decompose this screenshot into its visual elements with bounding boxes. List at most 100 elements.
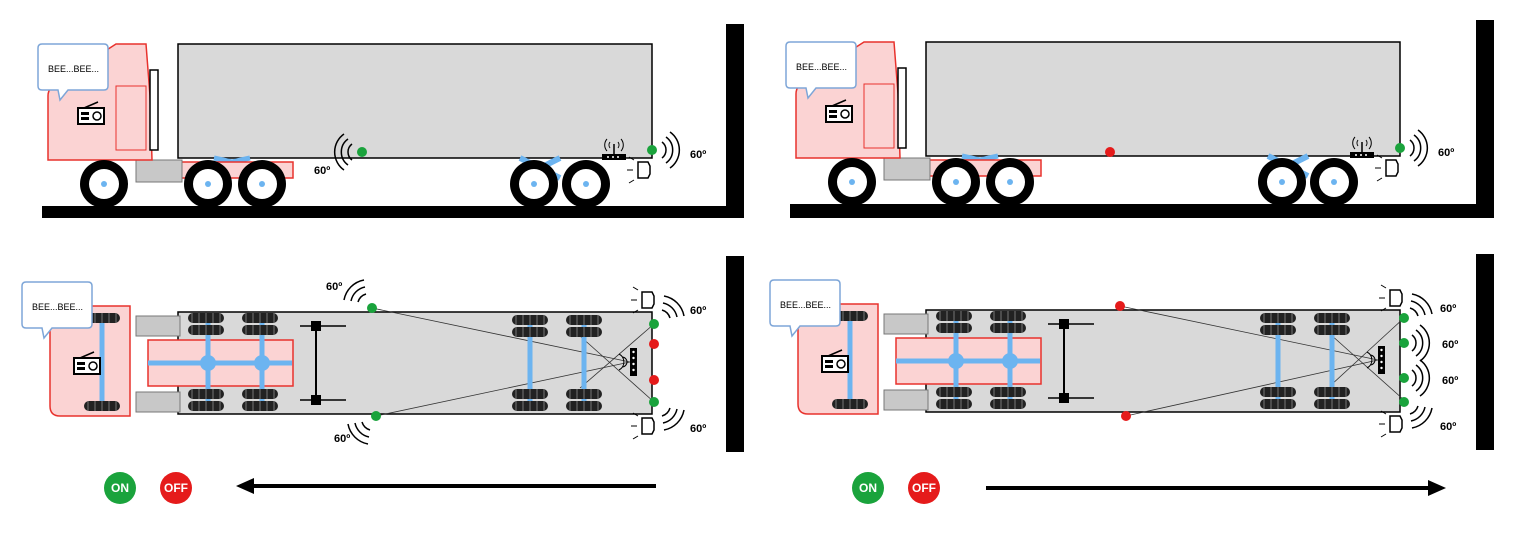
tire	[187, 400, 225, 412]
sensor-coverage-line	[375, 361, 631, 417]
differential	[1002, 353, 1018, 369]
legend-on-swatch	[852, 472, 884, 504]
legend-right: ON OFF	[852, 472, 940, 504]
exhaust-stack	[897, 67, 907, 149]
angle-label: 60º	[690, 423, 706, 435]
rear-sensor-waves-icon	[1409, 293, 1433, 317]
tire	[241, 324, 279, 336]
rear-sensor-waves-icon	[661, 295, 685, 319]
angle-label: 60º	[690, 305, 706, 317]
wall	[1476, 20, 1494, 218]
ground	[790, 204, 1494, 218]
rear-sensor-on	[1399, 397, 1409, 407]
sensor-coverage-line	[579, 335, 655, 403]
antenna-icon	[1366, 346, 1385, 374]
rear-sensor-on	[647, 145, 657, 155]
tire	[187, 324, 225, 336]
tire	[935, 310, 973, 322]
rear-sensor-off	[649, 339, 659, 349]
rear-sensor-on	[1395, 143, 1405, 153]
wheel	[1258, 158, 1306, 206]
wheel	[238, 160, 286, 208]
tire	[1313, 312, 1351, 324]
tire	[1259, 324, 1297, 336]
legend-on-label: ON	[859, 481, 877, 495]
side-sensor-on	[357, 147, 367, 157]
rear-light-icon	[630, 412, 655, 440]
fuel-tank	[883, 157, 931, 181]
landing-gear	[1048, 319, 1094, 403]
tire	[565, 388, 603, 400]
bubble-text: BEE...BEE...	[796, 62, 847, 72]
fuel-tank	[135, 159, 183, 183]
tire	[511, 388, 549, 400]
tire	[241, 312, 279, 324]
tire	[935, 398, 973, 410]
tire	[511, 400, 549, 412]
tire	[241, 400, 279, 412]
wheel	[510, 160, 558, 208]
panel-top-right-side-view: BEE...BEE... 60º	[785, 20, 1494, 218]
side-sensor-off	[1115, 301, 1125, 311]
rear-sensor-on	[649, 397, 659, 407]
trailer-box	[177, 43, 653, 159]
sensor-coverage-line	[371, 307, 631, 363]
rear-sensor-waves-icon	[1411, 324, 1431, 362]
legend-on-label: ON	[111, 481, 129, 495]
wheel	[828, 158, 876, 206]
tire	[989, 322, 1027, 334]
sensor-coverage-line	[1329, 333, 1405, 401]
tire	[511, 314, 549, 326]
side-sensor-off	[1105, 147, 1115, 157]
wheel	[562, 160, 610, 208]
tire	[989, 386, 1027, 398]
side-sensor-waves-icon	[347, 421, 371, 445]
antenna-icon	[618, 348, 637, 376]
sensor-coverage-line	[1119, 305, 1379, 361]
tire	[935, 322, 973, 334]
rear-sensor-waves-icon	[661, 131, 681, 169]
tire	[935, 386, 973, 398]
landing-gear	[300, 321, 346, 405]
rear-light-icon	[1378, 410, 1403, 438]
tire	[1259, 398, 1297, 410]
direction-arrow-left	[236, 478, 656, 494]
direction-arrow-right	[986, 480, 1446, 496]
differential	[200, 355, 216, 371]
rear-sensor-waves-icon	[661, 407, 685, 431]
wall	[1476, 254, 1494, 450]
angle-label: 60º	[690, 149, 706, 161]
trailer-box	[925, 41, 1401, 157]
fuel-tank	[883, 389, 929, 411]
angle-label: 60º	[1442, 339, 1458, 351]
tire	[1313, 324, 1351, 336]
rear-sensor-on	[1399, 338, 1409, 348]
wheel	[986, 158, 1034, 206]
tire	[1259, 312, 1297, 324]
wheel	[80, 160, 128, 208]
side-sensor-waves-icon	[343, 279, 367, 303]
angle-label: 60º	[1438, 147, 1454, 159]
tire	[565, 314, 603, 326]
tire	[989, 398, 1027, 410]
panel-bottom-left-top-view: BEE...BEE... 60º 60º 60º 60º	[21, 256, 744, 452]
angle-label: 60º	[1442, 375, 1458, 387]
wheel	[932, 158, 980, 206]
cab-window	[115, 85, 147, 151]
tire	[1259, 386, 1297, 398]
tire	[989, 310, 1027, 322]
legend-off-label: OFF	[164, 481, 188, 495]
side-sensor-on	[371, 411, 381, 421]
tire	[565, 326, 603, 338]
tire	[511, 326, 549, 338]
rear-light-icon	[630, 286, 655, 314]
rear-sensor-waves-icon	[1409, 129, 1429, 167]
panel-bottom-right-top-view: BEE...BEE... 60º 60º 60º 60º	[769, 254, 1494, 450]
side-sensor-on	[367, 303, 377, 313]
ground	[42, 206, 744, 218]
rear-sensor-on	[649, 319, 659, 329]
tire	[187, 312, 225, 324]
wheel	[1310, 158, 1358, 206]
tire	[83, 400, 121, 412]
wheel	[184, 160, 232, 208]
